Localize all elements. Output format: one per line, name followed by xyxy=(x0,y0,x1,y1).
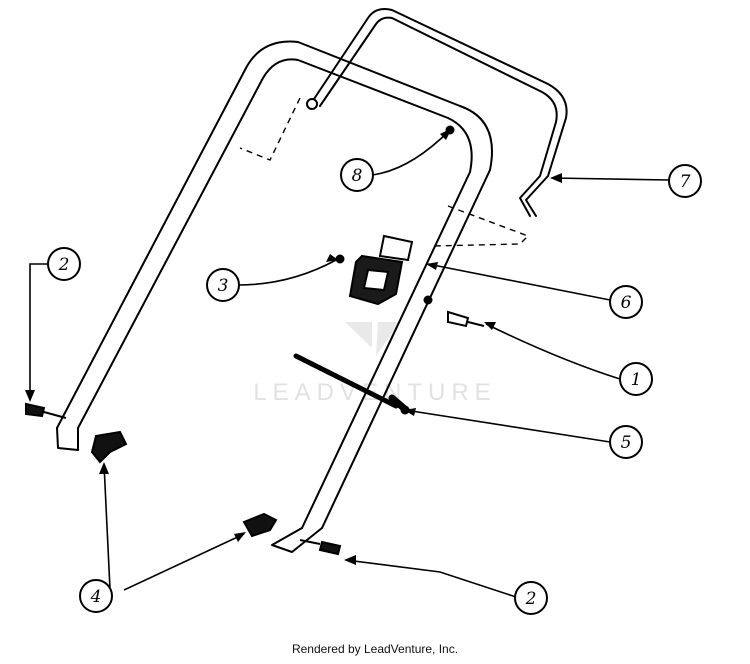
callout-5[interactable]: 5 xyxy=(609,425,643,459)
knob-right xyxy=(242,512,278,538)
bolt-right-upper xyxy=(447,310,485,328)
callout-2-top-left[interactable]: 2 xyxy=(47,247,81,281)
arrowheads xyxy=(25,128,562,565)
callout-number: 7 xyxy=(680,172,691,192)
callout-number: 5 xyxy=(621,433,632,453)
callout-number: 6 xyxy=(621,293,632,313)
watermark-logo-icon xyxy=(345,322,400,356)
bolt-left xyxy=(25,402,67,419)
callout-circle xyxy=(206,268,240,302)
callout-number: 4 xyxy=(90,587,102,607)
callout-2-bottom-right[interactable]: 2 xyxy=(514,581,548,615)
callout-1[interactable]: 1 xyxy=(619,362,653,396)
callout-number: 8 xyxy=(352,166,363,186)
callout-number: 1 xyxy=(631,370,642,390)
engine-control xyxy=(348,234,414,306)
callout-circle xyxy=(609,285,643,319)
callout-circle xyxy=(47,247,81,281)
dashed-guides xyxy=(239,97,530,247)
bolt-right-lower xyxy=(299,539,342,556)
hardware xyxy=(25,125,485,556)
callout-number: 3 xyxy=(218,276,229,296)
upper-handle-frame xyxy=(56,40,493,553)
callout-circle xyxy=(340,158,374,192)
callout-number: 2 xyxy=(58,255,70,275)
callout-circle xyxy=(668,164,702,198)
knob-left xyxy=(90,430,128,464)
callout-circle xyxy=(619,362,653,396)
callout-8[interactable]: 8 xyxy=(340,158,374,192)
watermark-text: LEADVENTURE xyxy=(253,379,496,406)
footer-credit: Rendered by LeadVenture, Inc. xyxy=(291,642,459,656)
callout-circle xyxy=(609,425,643,459)
callout-4[interactable]: 4 xyxy=(79,579,113,613)
callout-3[interactable]: 3 xyxy=(206,268,240,302)
control-bail xyxy=(306,8,568,217)
callout-number: 2 xyxy=(525,589,537,609)
callout-circle xyxy=(514,581,548,615)
callout-circle xyxy=(79,579,113,613)
callout-7[interactable]: 7 xyxy=(668,164,702,198)
leader-lines xyxy=(29,129,670,598)
callout-6[interactable]: 6 xyxy=(609,285,643,319)
